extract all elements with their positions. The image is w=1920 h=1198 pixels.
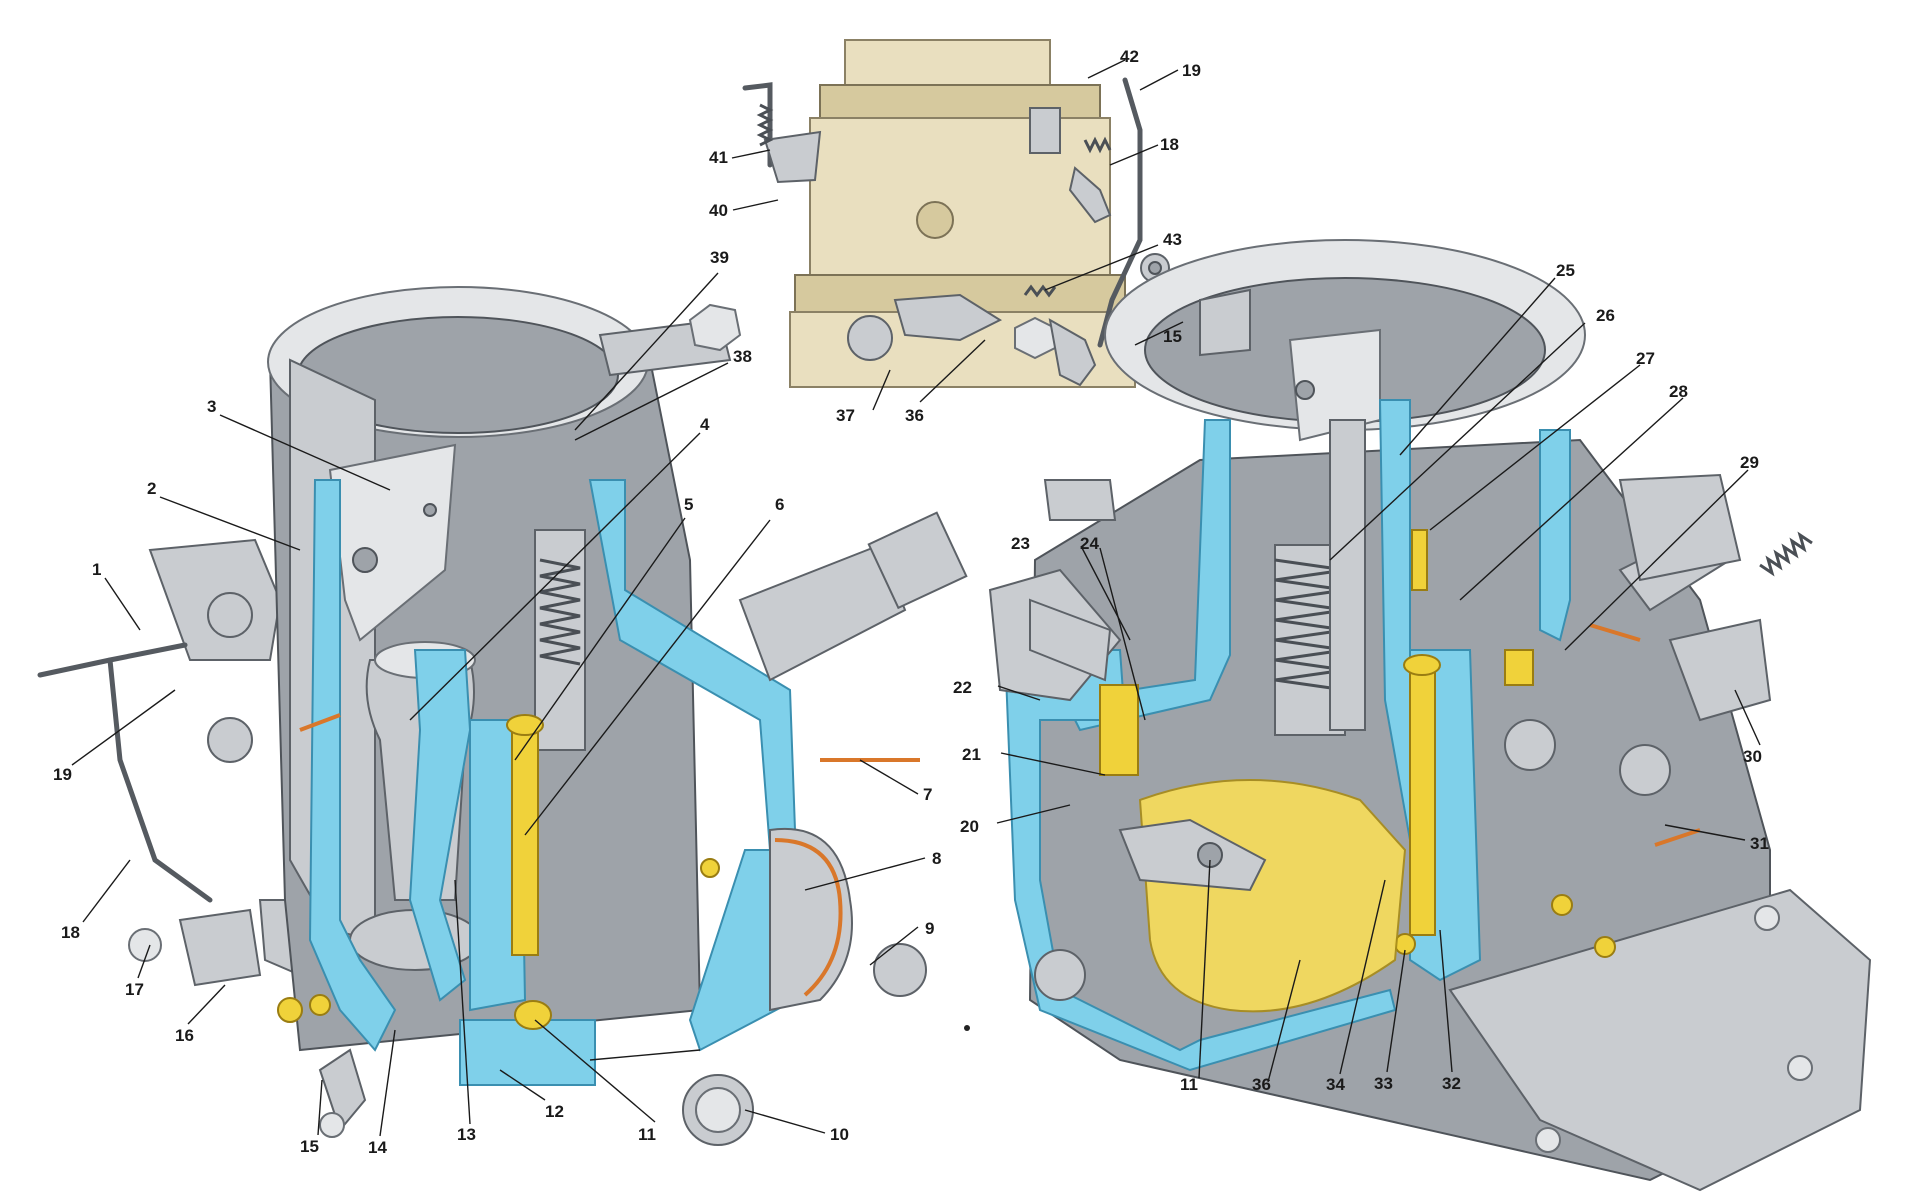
callout-left-16: 16: [175, 1026, 194, 1045]
right-carburetor-section: [988, 239, 1872, 1192]
callout-left-13: 13: [457, 1125, 476, 1144]
callout-left-10: 10: [830, 1125, 849, 1144]
callout-left-4: 4: [700, 415, 710, 434]
callout-top-18: 18: [1160, 135, 1179, 154]
callout-left-6: 6: [775, 495, 784, 514]
callout-left-9: 9: [925, 919, 934, 938]
callout-left-7: 7: [923, 785, 932, 804]
callout-left-17: 17: [125, 980, 144, 999]
callout-left-8: 8: [932, 849, 941, 868]
callout-right-23: 23: [1011, 534, 1030, 553]
callout-right-27: 27: [1636, 349, 1655, 368]
callout-right-31: 31: [1750, 834, 1769, 853]
callout-left-2: 2: [147, 479, 156, 498]
callout-left-5: 5: [684, 495, 693, 514]
callout-right-26: 26: [1596, 306, 1615, 325]
callout-top-19: 19: [1182, 61, 1201, 80]
callout-right-11: 11: [1180, 1075, 1198, 1094]
callout-left-18: 18: [61, 923, 80, 942]
callout-right-36: 36: [1252, 1075, 1271, 1094]
callout-top-36: 36: [905, 406, 924, 425]
callout-right-29: 29: [1740, 453, 1759, 472]
callout-right-30: 30: [1743, 747, 1762, 766]
callout-top-37: 37: [836, 406, 855, 425]
callout-right-21: 21: [962, 745, 981, 764]
callout-top-42: 42: [1120, 47, 1139, 66]
callout-top-15: 15: [1163, 327, 1182, 346]
callout-left-14: 14: [368, 1138, 387, 1157]
callout-right-32: 32: [1442, 1074, 1461, 1093]
callout-top-43: 43: [1163, 230, 1182, 249]
dot-mark: [964, 1025, 970, 1031]
callout-labels: 1 2 3 4 5 6 7 8 9 10 11 12 13 14 15 16 1…: [53, 47, 1769, 1157]
callout-left-38: 38: [733, 347, 752, 366]
callout-right-22: 22: [953, 678, 972, 697]
callout-left-39: 39: [710, 248, 729, 267]
callout-left-3: 3: [207, 397, 216, 416]
callout-right-20: 20: [960, 817, 979, 836]
callout-top-40: 40: [709, 201, 728, 220]
callout-right-34: 34: [1326, 1075, 1345, 1094]
callout-left-12: 12: [545, 1102, 564, 1121]
callout-right-25: 25: [1556, 261, 1575, 280]
callout-top-41: 41: [709, 148, 728, 167]
callout-right-28: 28: [1669, 382, 1688, 401]
left-carburetor-section: [37, 286, 968, 1146]
callout-left-15: 15: [300, 1137, 319, 1156]
callout-left-1: 1: [92, 560, 101, 579]
callout-right-24: 24: [1080, 534, 1099, 553]
callout-right-33: 33: [1374, 1074, 1393, 1093]
callout-left-19: 19: [53, 765, 72, 784]
callout-left-11: 11: [638, 1125, 656, 1144]
top-view-carburetor: [742, 39, 1170, 388]
leader-lines: [71, 59, 1761, 1137]
